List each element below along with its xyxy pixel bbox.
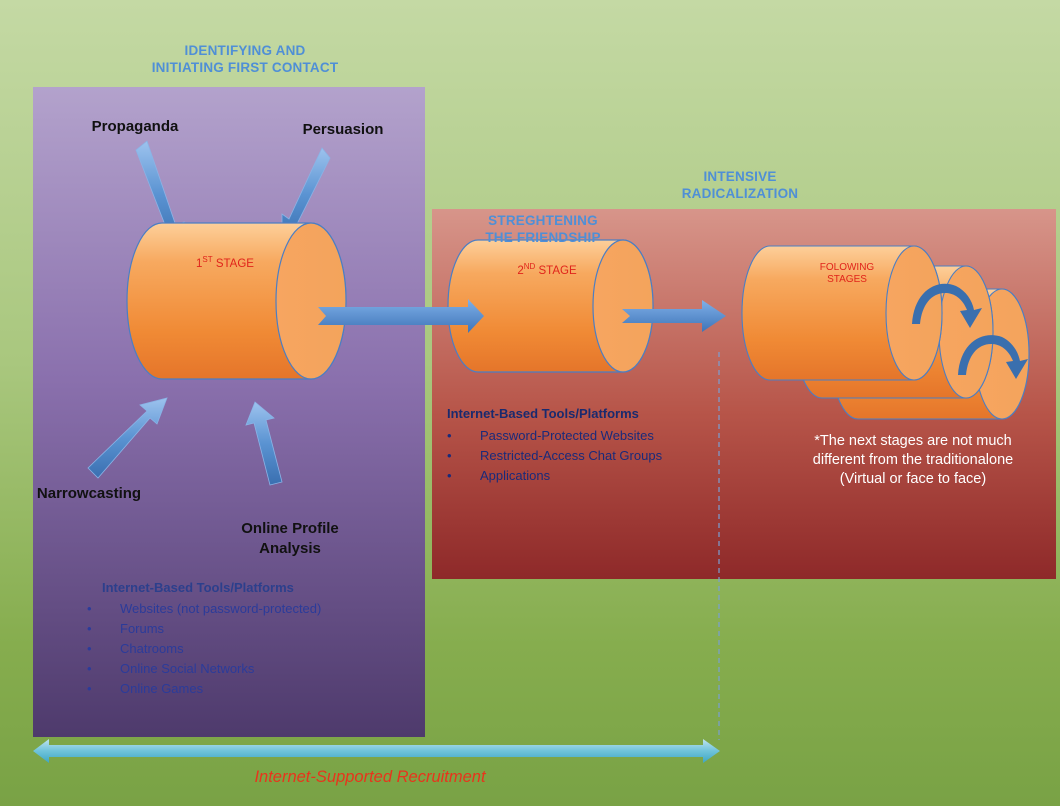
list-item: Websites (not password-protected) bbox=[87, 599, 321, 619]
propaganda-label: Propaganda bbox=[91, 118, 179, 135]
online-profile-line2: Analysis bbox=[259, 540, 321, 557]
list-item: Applications bbox=[447, 466, 662, 486]
stage1-num: 1 bbox=[196, 258, 203, 270]
list-item: Restricted-Access Chat Groups bbox=[447, 446, 662, 466]
stage1-word: STAGE bbox=[215, 258, 254, 270]
note-line1: *The next stages are not much bbox=[814, 433, 1012, 449]
following-stages-line1: FOLOWING bbox=[819, 262, 875, 273]
persuasion-label: Persuasion bbox=[302, 121, 384, 138]
list-item: Online Games bbox=[87, 679, 321, 699]
stage2-num: 2 bbox=[517, 265, 524, 277]
phase1-tools-list: Websites (not password-protected) Forums… bbox=[87, 599, 321, 699]
friendship-heading-line1: STREGHTENING bbox=[488, 213, 598, 228]
online-profile-line1: Online Profile bbox=[241, 520, 339, 537]
narrowcasting-arrow-icon bbox=[87, 397, 168, 479]
stage2-sup: ND bbox=[523, 262, 536, 272]
phase1-heading: IDENTIFYING AND INITIATING FIRST CONTACT bbox=[60, 42, 430, 76]
stage2-word: STAGE bbox=[538, 265, 577, 277]
list-item: Online Social Networks bbox=[87, 659, 321, 679]
narrowcasting-label: Narrowcasting bbox=[36, 485, 142, 502]
recruitment-label: Internet-Supported Recruitment bbox=[254, 768, 486, 786]
profile-analysis-arrow-icon bbox=[245, 401, 283, 486]
friendship-heading: STREGHTENING THE FRIENDSHIP bbox=[468, 212, 618, 246]
arrow-right-icon-2 bbox=[622, 300, 726, 332]
double-arrow-icon bbox=[33, 739, 720, 763]
phase1-tools-title: Internet-Based Tools/Platforms bbox=[102, 580, 294, 595]
list-item: Chatrooms bbox=[87, 639, 321, 659]
phase1-heading-line1: IDENTIFYING AND bbox=[184, 43, 306, 58]
online-profile-label: Online Profile Analysis bbox=[225, 519, 355, 559]
list-item: Forums bbox=[87, 619, 321, 639]
stage2-label: 2ND STAGE bbox=[492, 262, 602, 278]
following-stages-note: *The next stages are not much different … bbox=[768, 432, 1058, 489]
phase1-heading-line2: INITIATING FIRST CONTACT bbox=[151, 60, 339, 75]
stage1-label: 1ST STAGE bbox=[170, 255, 280, 271]
curved-arrow-icon bbox=[912, 283, 982, 328]
phase2-tools-title: Internet-Based Tools/Platforms bbox=[447, 406, 639, 421]
phase2-heading-line1: INTENSIVE bbox=[703, 169, 777, 184]
phase2-heading-line2: RADICALIZATION bbox=[681, 186, 799, 201]
stage2-cylinder bbox=[447, 239, 654, 373]
list-item: Password-Protected Websites bbox=[447, 426, 662, 446]
note-line2: different from the traditionalone bbox=[812, 452, 1014, 468]
friendship-heading-line2: THE FRIENDSHIP bbox=[485, 230, 601, 245]
arrow-right-icon bbox=[318, 299, 484, 333]
phase2-tools-list: Password-Protected Websites Restricted-A… bbox=[447, 426, 662, 486]
note-line3: (Virtual or face to face) bbox=[839, 471, 987, 487]
stage1-sup: ST bbox=[202, 255, 213, 265]
phase2-heading: INTENSIVE RADICALIZATION bbox=[640, 168, 840, 202]
stage1-cylinder bbox=[126, 222, 347, 380]
following-stages-line2: STAGES bbox=[827, 274, 867, 285]
following-stages-label: FOLOWING STAGES bbox=[792, 262, 902, 286]
curved-arrow-icon-2 bbox=[958, 335, 1028, 379]
